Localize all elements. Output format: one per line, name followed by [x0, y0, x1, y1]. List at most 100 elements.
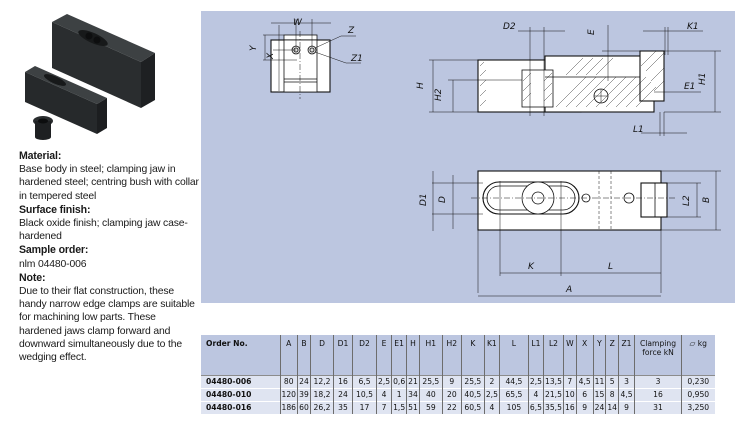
table-cell: 2 — [483, 374, 500, 388]
table-cell: 44,5 — [498, 374, 529, 388]
table-cell: 120 — [279, 387, 298, 401]
table-cell: 80 — [279, 374, 298, 388]
sample-order-text: nlm 04480-006 — [19, 258, 87, 270]
table-cell: 31 — [634, 400, 682, 414]
table-cell: 2,5 — [375, 374, 392, 388]
sample-order-heading: Sample order: — [19, 244, 89, 257]
col-z1: Z1 — [618, 335, 635, 375]
dim-label-e1: E1 — [684, 82, 695, 92]
col-b: B — [297, 335, 311, 375]
table-cell: 17 — [352, 400, 377, 414]
dim-label-z: Z — [347, 26, 355, 36]
table-cell: 2,5 — [483, 387, 500, 401]
table-cell: 7 — [562, 374, 577, 388]
weight-icon: ▱ — [689, 339, 696, 348]
table-cell: 14 — [605, 400, 619, 414]
dim-label-h1: H1 — [698, 73, 708, 86]
col-l1: L1 — [527, 335, 544, 375]
col-h2: H2 — [441, 335, 462, 375]
col-e1: E1 — [391, 335, 407, 375]
col-h1: H1 — [418, 335, 443, 375]
table-cell: 20 — [441, 387, 462, 401]
table-cell: 1 — [391, 387, 407, 401]
table-cell: 21 — [406, 374, 420, 388]
table-header-row: Order No. A B D D1 D2 E E1 H H1 H2 K K1 … — [201, 335, 715, 375]
col-weight: ▱ kg — [681, 335, 715, 375]
plan-view — [432, 170, 721, 297]
col-y: Y — [592, 335, 606, 375]
table-cell: 13,5 — [542, 374, 564, 388]
col-clamping-force: Clamping force kN — [634, 335, 682, 375]
table-cell: 9 — [441, 374, 462, 388]
table-cell: 2,5 — [527, 374, 544, 388]
dim-label-d2: D2 — [503, 22, 516, 32]
table-cell: 0,950 — [681, 387, 715, 401]
dim-label-y: Y — [249, 44, 259, 51]
order-number-cell: 04480-010 — [201, 387, 280, 401]
col-l2: L2 — [542, 335, 564, 375]
table-cell: 24 — [297, 374, 311, 388]
col-k: K — [460, 335, 485, 375]
technical-drawing-panel: W Z Z1 Y X — [201, 11, 735, 303]
table-cell: 35 — [333, 400, 353, 414]
table-cell: 24 — [333, 387, 353, 401]
col-l: L — [498, 335, 529, 375]
table-cell: 10 — [562, 387, 577, 401]
col-e: E — [375, 335, 392, 375]
table-cell: 21,5 — [542, 387, 564, 401]
dim-label-k: K — [528, 262, 535, 272]
material-heading: Material: — [19, 150, 62, 162]
table-cell: 18,2 — [310, 387, 334, 401]
table-cell: 186 — [279, 400, 298, 414]
table-cell: 4,5 — [575, 374, 594, 388]
table-cell: 65,5 — [498, 387, 529, 401]
dim-label-z1: Z1 — [350, 54, 363, 64]
dim-label-d: D — [438, 196, 448, 203]
table-cell: 4 — [527, 387, 544, 401]
table-cell: 51 — [406, 400, 420, 414]
col-k1: K1 — [483, 335, 500, 375]
dim-label-l: L — [608, 262, 613, 272]
table-cell: 0,6 — [391, 374, 407, 388]
table-cell: 3,250 — [681, 400, 715, 414]
table-cell: 25,5 — [460, 374, 485, 388]
table-cell: 4,5 — [618, 387, 635, 401]
col-weight-label: kg — [697, 339, 707, 348]
table-cell: 5 — [605, 374, 619, 388]
table-cell: 26,2 — [310, 400, 334, 414]
table-cell: 15 — [592, 387, 606, 401]
table-cell: 6 — [575, 387, 594, 401]
surface-finish-heading: Surface finish: — [19, 203, 91, 216]
table-cell: 39 — [297, 387, 311, 401]
table-cell: 40 — [418, 387, 443, 401]
dim-label-h: H — [416, 82, 426, 89]
table-cell: 9 — [618, 400, 635, 414]
table-cell: 40,5 — [460, 387, 485, 401]
table-cell: 59 — [418, 400, 443, 414]
product-photo — [25, 14, 155, 140]
table-cell: 60 — [297, 400, 311, 414]
dim-label-h2: H2 — [434, 88, 444, 101]
table-cell: 11 — [592, 374, 606, 388]
dim-label-w: W — [293, 18, 303, 28]
note-heading: Note: — [19, 271, 46, 284]
surface-finish-text: Black oxide finish; clamping jaw case-ha… — [19, 218, 188, 243]
spec-table: Order No. A B D D1 D2 E E1 H H1 H2 K K1 … — [201, 335, 715, 414]
dim-label-a: A — [565, 285, 572, 295]
col-h: H — [406, 335, 420, 375]
dim-label-k1: K1 — [687, 22, 699, 32]
material-text: Base body in steel; clamping jaw in hard… — [19, 164, 199, 202]
table-cell: 34 — [406, 387, 420, 401]
col-d1: D1 — [333, 335, 353, 375]
table-cell: 0,230 — [681, 374, 715, 388]
dim-label-x: X — [266, 52, 276, 60]
col-w: W — [562, 335, 577, 375]
table-cell: 24 — [592, 400, 606, 414]
table-cell: 10,5 — [352, 387, 377, 401]
technical-drawing: W Z Z1 Y X — [249, 18, 721, 297]
col-order-no: Order No. — [201, 335, 280, 375]
dim-label-b: B — [702, 197, 712, 203]
table-cell: 3 — [634, 374, 682, 388]
